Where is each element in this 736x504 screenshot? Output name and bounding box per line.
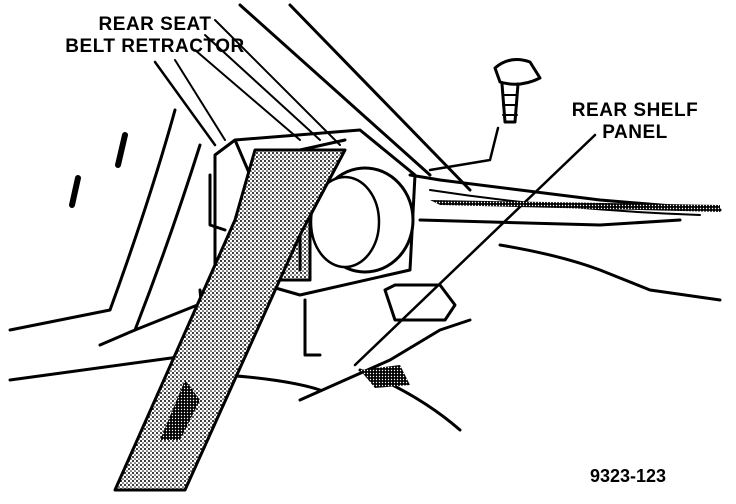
- callout-rear-seat-belt-retractor: REAR SEAT BELT RETRACTOR: [40, 14, 270, 58]
- callout-shelf-line1: REAR SHELF: [571, 100, 699, 121]
- callout-retractor-line2: BELT RETRACTOR: [65, 36, 245, 57]
- mounting-bolt: [493, 58, 542, 124]
- leader-lines: [153, 60, 597, 367]
- callout-retractor-line1: REAR SEAT: [98, 14, 212, 35]
- seat-belt-webbing: [113, 138, 347, 492]
- callout-rear-shelf-panel: REAR SHELF PANEL: [560, 100, 710, 144]
- rear-pillar-lines: [174, 3, 472, 192]
- callout-shelf-line2: PANEL: [602, 122, 668, 143]
- figure-number: 9323-123: [590, 466, 667, 486]
- anchor-bracket: [303, 283, 457, 357]
